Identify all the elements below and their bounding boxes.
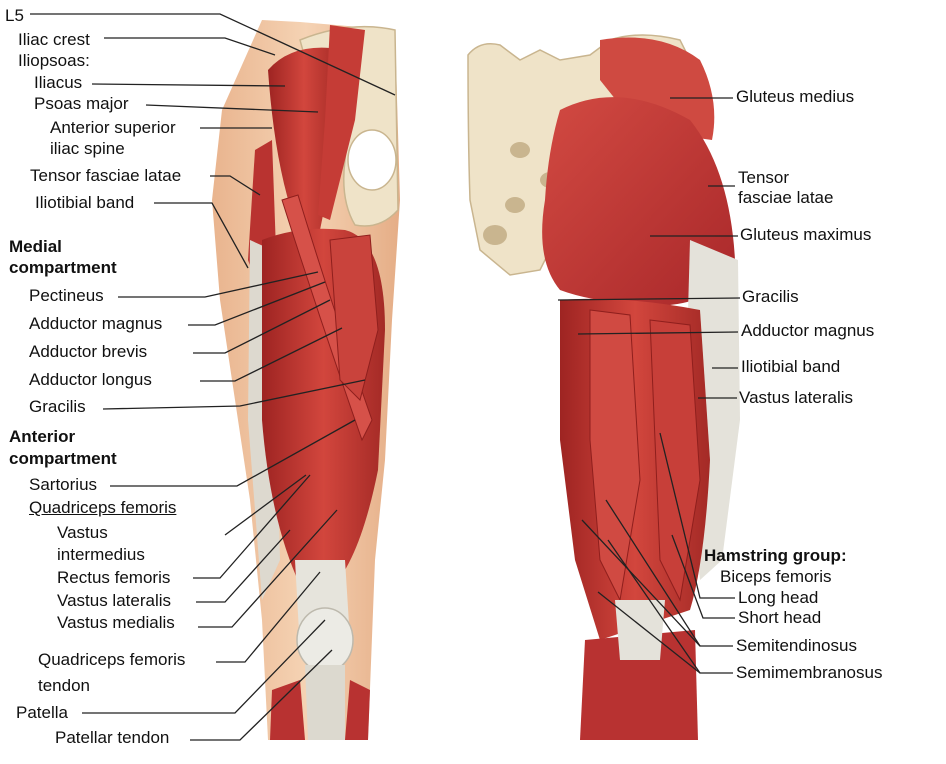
label-adductor-magnus: Adductor magnus — [29, 314, 162, 334]
patella-bone — [297, 608, 353, 672]
label-adductor-longus: Adductor longus — [29, 370, 152, 390]
label-gluteus-medius: Gluteus medius — [736, 87, 854, 107]
label-vi-line1: Vastus — [57, 523, 108, 543]
lower-leg-muscle — [270, 680, 305, 740]
label-patellar-tendon: Patellar tendon — [55, 728, 169, 748]
heading-medial-line2: compartment — [9, 258, 117, 278]
label-asis-line2: iliac spine — [50, 139, 125, 159]
label-semimembranosus: Semimembranosus — [736, 663, 882, 683]
label-tfl-right-line2: fasciae latae — [738, 188, 833, 208]
label-psoas-major: Psoas major — [34, 94, 128, 114]
label-tfl-right-line1: Tensor — [738, 168, 789, 188]
label-adductor-brevis: Adductor brevis — [29, 342, 147, 362]
label-semitendinosus: Semitendinosus — [736, 636, 857, 656]
heading-anterior-line1: Anterior — [9, 427, 75, 447]
label-gracilis-left: Gracilis — [29, 397, 86, 417]
label-long-head: Long head — [738, 588, 818, 608]
label-qft-line1: Quadriceps femoris — [38, 650, 185, 670]
label-biceps-femoris: Biceps femoris — [720, 567, 831, 587]
patellar-tendon — [305, 665, 345, 740]
heading-hamstring-group: Hamstring group: — [704, 546, 847, 566]
heading-anterior-line2: compartment — [9, 449, 117, 469]
label-iliopsoas: Iliopsoas: — [18, 51, 90, 71]
label-iliacus: Iliacus — [34, 73, 82, 93]
label-rectus-femoris: Rectus femoris — [57, 568, 170, 588]
label-pectineus: Pectineus — [29, 286, 104, 306]
label-asis-line1: Anterior superior — [50, 118, 176, 138]
label-l5: L5 — [5, 6, 24, 26]
popliteal-area — [615, 600, 665, 660]
label-quadriceps-femoris: Quadriceps femoris — [29, 498, 176, 518]
label-patella: Patella — [16, 703, 68, 723]
posterior-view — [468, 35, 740, 740]
label-vastus-medialis: Vastus medialis — [57, 613, 175, 633]
anterior-view — [212, 20, 400, 740]
label-gracilis-right: Gracilis — [742, 287, 799, 307]
heading-medial-line1: Medial — [9, 237, 62, 257]
label-adductor-magnus-right: Adductor magnus — [741, 321, 874, 341]
label-short-head: Short head — [738, 608, 821, 628]
label-tfl: Tensor fasciae latae — [30, 166, 181, 186]
label-vastus-lateralis-right: Vastus lateralis — [739, 388, 853, 408]
label-qft-line2: tendon — [38, 676, 90, 696]
label-itb-right: Iliotibial band — [741, 357, 840, 377]
label-iliac-crest: Iliac crest — [18, 30, 90, 50]
label-sartorius: Sartorius — [29, 475, 97, 495]
label-itb: Iliotibial band — [35, 193, 134, 213]
label-vi-line2: intermedius — [57, 545, 145, 565]
label-gluteus-maximus: Gluteus maximus — [740, 225, 871, 245]
label-vastus-lateralis-left: Vastus lateralis — [57, 591, 171, 611]
